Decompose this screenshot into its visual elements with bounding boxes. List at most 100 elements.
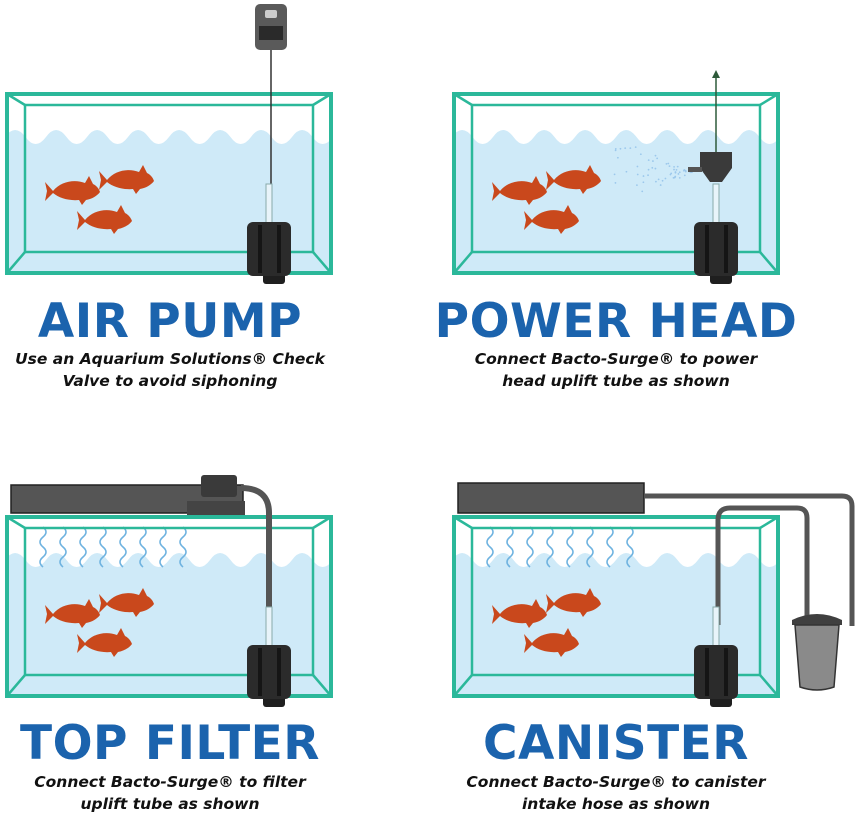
- caption-line: Connect Bacto-Surge® to canister: [416, 771, 816, 793]
- sponge-filter-icon: [247, 222, 291, 276]
- spray-dot: [615, 149, 617, 151]
- spray-dot: [665, 178, 667, 180]
- panel-caption-canister: Connect Bacto-Surge® to canister intake …: [416, 771, 816, 815]
- sponge-groove: [277, 648, 281, 696]
- heat-wave: [120, 527, 126, 567]
- spray-dot: [642, 181, 644, 183]
- uplift-tube: [713, 184, 719, 224]
- spray-dot: [669, 165, 671, 167]
- spray-dot: [647, 174, 649, 176]
- spray-dot: [652, 160, 654, 162]
- panel-title-canister: CANISTER: [416, 720, 816, 767]
- up-arrow-icon: [712, 70, 720, 78]
- spray-dot: [614, 174, 616, 176]
- aquarium-canister: [452, 483, 852, 707]
- sponge-filter-icon: [694, 222, 738, 276]
- sponge-groove: [277, 225, 281, 273]
- caption-line: Connect Bacto-Surge® to filter: [0, 771, 370, 793]
- spray-dot: [655, 155, 657, 157]
- spray-dot: [660, 184, 662, 186]
- spray-dot: [640, 153, 642, 155]
- spray-dot: [684, 174, 686, 176]
- sponge-groove: [705, 225, 709, 273]
- spray-dot: [673, 169, 675, 171]
- caption-line: Connect Bacto-Surge® to power: [416, 348, 816, 370]
- heat-wave: [160, 527, 166, 567]
- heat-wave: [80, 527, 86, 567]
- spray-dot: [675, 171, 677, 173]
- uplift-tube: [713, 607, 719, 647]
- sponge-filter-icon: [694, 645, 738, 699]
- spray-dot: [626, 171, 628, 173]
- spray-dot: [648, 159, 650, 161]
- uplift-tube: [266, 607, 272, 647]
- sponge-groove: [705, 648, 709, 696]
- panel-title-top-filter: TOP FILTER: [0, 720, 370, 767]
- canister-lid: [792, 614, 842, 625]
- sponge-filter-icon: [247, 645, 291, 699]
- power-head-nozzle: [688, 167, 702, 172]
- caption-line: Valve to avoid siphoning: [0, 370, 370, 392]
- heat-wave: [567, 527, 573, 567]
- spray-dot: [617, 157, 619, 159]
- spray-dot: [648, 169, 650, 171]
- spray-dot: [666, 163, 668, 165]
- spray-dot: [674, 177, 676, 179]
- aquarium-powerhead: [452, 70, 780, 284]
- spray-dot: [629, 147, 631, 149]
- spray-dot: [637, 166, 639, 168]
- heat-wave: [527, 527, 533, 567]
- sponge-groove: [258, 648, 262, 696]
- spray-dot: [641, 190, 643, 192]
- caption-line: intake hose as shown: [416, 793, 816, 815]
- panel-title-power-head: POWER HEAD: [416, 298, 816, 345]
- sponge-groove: [724, 648, 728, 696]
- caption-line: uplift tube as shown: [0, 793, 370, 815]
- air-pump-label: [265, 10, 277, 18]
- spray-dot: [679, 177, 681, 179]
- spray-dot: [615, 182, 617, 184]
- panel-caption-air-pump: Use an Aquarium Solutions® Check Valve t…: [0, 348, 370, 392]
- light-hood: [458, 483, 644, 513]
- spray-dot: [624, 147, 626, 149]
- sponge-groove: [258, 225, 262, 273]
- spray-dot: [655, 181, 657, 183]
- heat-wave: [607, 527, 613, 567]
- spray-dot: [658, 178, 660, 180]
- heat-wave: [40, 527, 46, 567]
- air-pump-grille: [259, 26, 283, 40]
- spray-dot: [620, 148, 622, 150]
- uplift-tube: [266, 184, 272, 224]
- spray-dot: [685, 171, 687, 173]
- filter-motor-icon: [201, 475, 237, 497]
- caption-line: Use an Aquarium Solutions® Check: [0, 348, 370, 370]
- panel-caption-top-filter: Connect Bacto-Surge® to filter uplift tu…: [0, 771, 370, 815]
- spray-dot: [636, 184, 638, 186]
- panel-caption-power-head: Connect Bacto-Surge® to power head uplif…: [416, 348, 816, 392]
- spray-dot: [676, 169, 678, 171]
- spray-dot: [679, 171, 681, 173]
- heat-wave: [487, 527, 493, 567]
- spray-dot: [651, 167, 653, 169]
- spray-dot: [662, 180, 664, 182]
- spray-dot: [670, 174, 672, 176]
- spray-dot: [673, 166, 675, 168]
- spray-dot: [678, 173, 680, 175]
- spray-dot: [637, 174, 639, 176]
- filter-box: [187, 501, 245, 515]
- spray-dot: [635, 146, 637, 148]
- aquarium-topfilter: [5, 475, 333, 707]
- spray-dot: [656, 157, 658, 159]
- spray-dot: [677, 166, 679, 168]
- panel-title-air-pump: AIR PUMP: [0, 298, 370, 345]
- spray-dot: [667, 163, 669, 165]
- aquarium-airpump: [5, 4, 333, 284]
- caption-line: head uplift tube as shown: [416, 370, 816, 392]
- spray-dot: [643, 175, 645, 177]
- spray-dot: [655, 168, 657, 170]
- canister-filter-icon: [795, 625, 839, 690]
- spray-dot: [683, 170, 685, 172]
- sponge-groove: [724, 225, 728, 273]
